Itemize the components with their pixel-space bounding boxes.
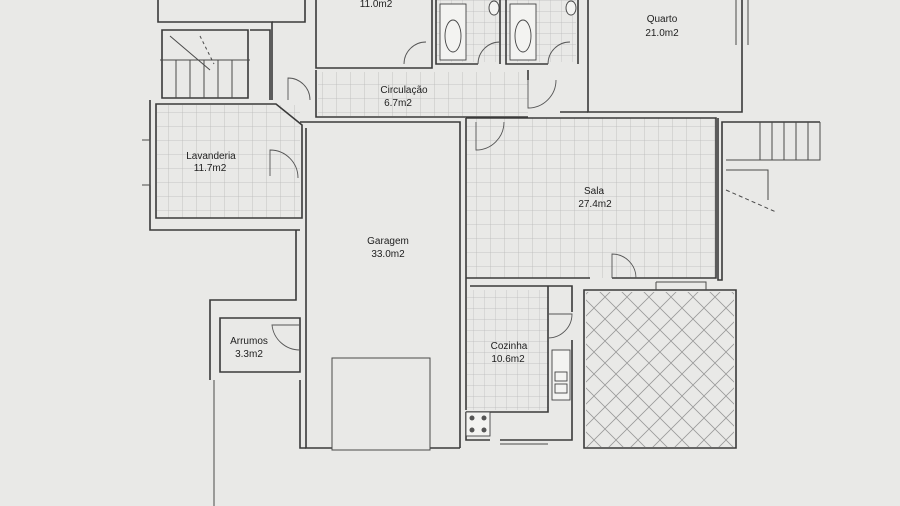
circulacao-area: 6.7m2 [384,98,412,109]
bathtub-left [439,3,467,61]
cozinha-floor [467,290,549,410]
terrace-floor [586,292,734,447]
cozinha-name: Cozinha [491,341,528,352]
walls [142,0,821,506]
sala-area: 27.4m2 [578,199,612,210]
cozinha-area: 10.6m2 [491,354,525,365]
top-room-area: 11.0m2 [360,0,393,10]
lavanderia-floor [157,105,300,218]
doors [269,41,637,351]
lavanderia-name: Lavanderia [186,151,236,162]
lavanderia-area: 11.7m2 [194,163,227,174]
quarto-name: Quarto [647,14,678,25]
bathtub-right [509,3,537,61]
toilet-left [488,0,500,16]
quarto-area: 21.0m2 [645,28,679,39]
kitchen-sink [551,349,571,401]
garagem-area: 33.0m2 [371,249,405,260]
toilet-right [565,0,577,16]
arrumos-area: 3.3m2 [235,349,263,360]
garagem-name: Garagem [367,236,409,247]
arrumos-name: Arrumos [230,336,268,347]
sala-floor [466,118,716,278]
circulacao-floor [318,72,528,116]
sala-name: Sala [584,186,604,197]
circulacao-name: Circulação [380,85,428,96]
kitchen-stove [465,411,491,437]
